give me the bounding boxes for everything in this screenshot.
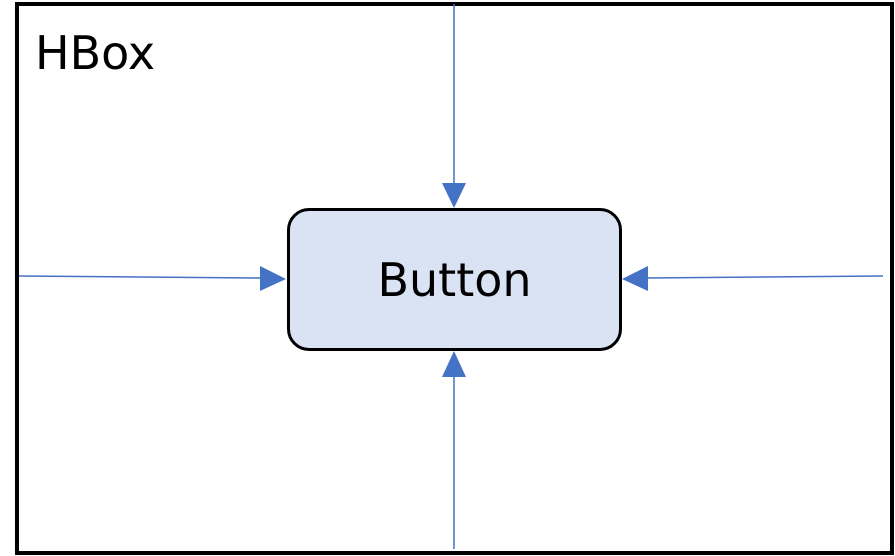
hbox-label: HBox xyxy=(35,26,156,80)
arrow-from-left xyxy=(18,266,286,291)
button[interactable]: Button xyxy=(287,208,622,351)
button-label: Button xyxy=(377,252,532,307)
arrow-from-bottom xyxy=(442,351,466,549)
arrow-from-right xyxy=(622,266,884,291)
arrow-from-top xyxy=(442,4,466,208)
